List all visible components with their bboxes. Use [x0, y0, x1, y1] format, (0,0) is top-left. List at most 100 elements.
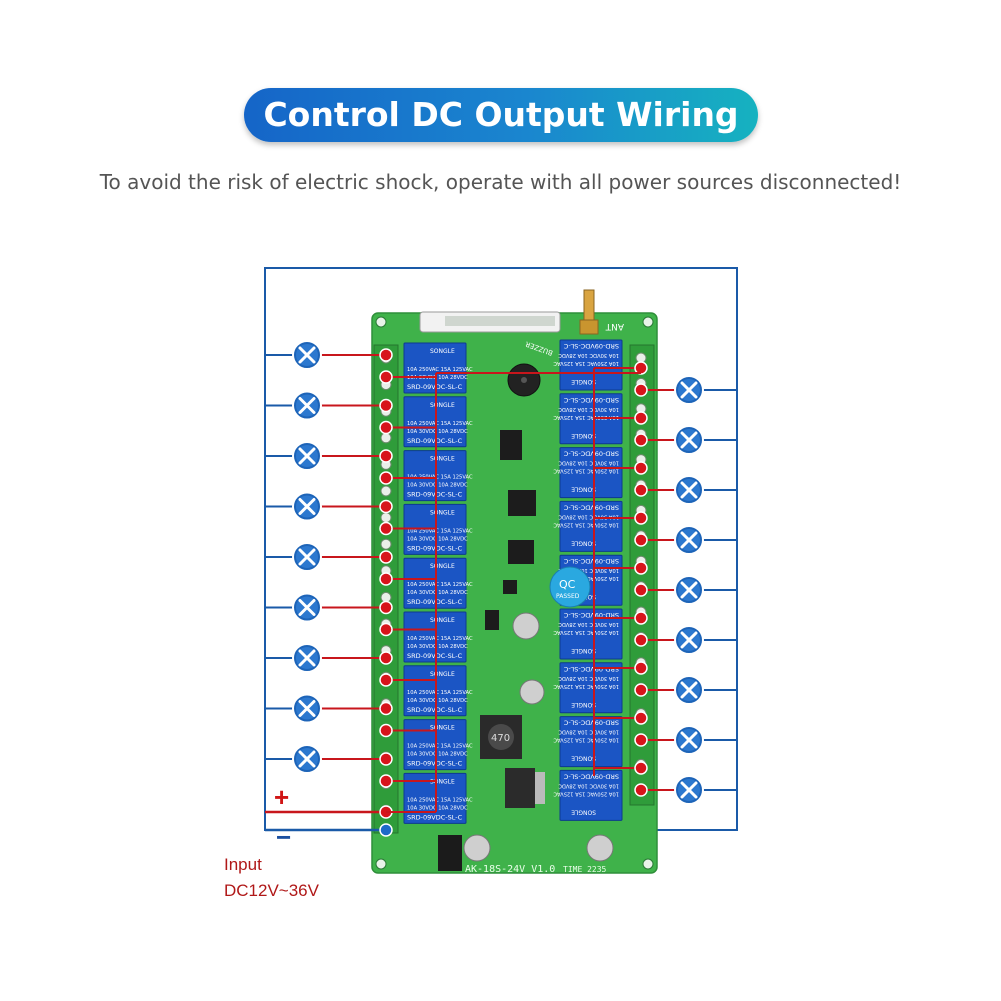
relay-rating: 10A 30VDC 10A 28VDC: [558, 567, 619, 573]
terminal-dot: [379, 622, 393, 637]
relay-brand: SONGLE: [430, 778, 455, 785]
input-voltage-label: Input DC12V~36V: [224, 852, 319, 904]
relay-rating: 10A 30VDC 10A 28VDC: [407, 590, 468, 596]
lamp-load-icon: [292, 491, 322, 522]
terminal-dot: [379, 370, 393, 384]
relay-rating: 10A 250VAC 15A 125VAC: [407, 582, 473, 588]
relay-rating: 10A 30VDC 10A 28VDC: [558, 460, 619, 466]
terminal-dot: [379, 572, 393, 586]
terminal-dot: [379, 499, 393, 514]
lamp-load-icon: [292, 744, 322, 774]
terminal-dot: [379, 420, 393, 435]
relay-brand: SONGLE: [430, 402, 455, 409]
input-label-line1: Input: [224, 855, 262, 874]
screw-hole: [380, 538, 392, 550]
relay-rating: 10A 250VAC 15A 125VAC: [553, 737, 619, 743]
lamp-cross: [680, 531, 698, 549]
ic-chip: [500, 430, 522, 460]
relay-rating: 10A 250VAC 15A 125VAC: [553, 360, 619, 366]
lamp-load-icon: [292, 390, 322, 421]
terminal-dot: [634, 733, 648, 747]
terminal-dot: [634, 683, 648, 697]
mounting-hole: [375, 316, 387, 328]
relay-text: SONGLE 10A 250VAC 15A 125VAC 10A 30VDC 10A…: [407, 563, 473, 606]
relay-model: SRD-09VDC-SL-C: [563, 772, 619, 780]
relay-rating: 10A 30VDC 10A 28VDC: [558, 621, 619, 627]
terminal-dot: [634, 533, 648, 547]
lamp-cross: [680, 581, 698, 599]
lamp-cross: [298, 750, 316, 768]
terminal-dot: [634, 383, 648, 397]
relay-rating: 10A 250VAC 15A 125VAC: [407, 421, 473, 427]
antenna-connector: [583, 289, 595, 323]
relay-brand: SONGLE: [571, 486, 596, 493]
terminal-dot: [634, 783, 648, 797]
relay-brand: SONGLE: [571, 701, 596, 708]
terminal-dot: [379, 471, 393, 485]
relay-rating: 10A 250VAC 15A 125VAC: [553, 468, 619, 474]
relay-left: SONGLE 10A 250VAC 15A 125VAC 10A 30VDC 10A…: [403, 557, 473, 609]
relay-model: SRD-09VDC-SL-C: [563, 396, 619, 404]
terminal-dot: [634, 583, 648, 597]
relay-body: [559, 608, 623, 660]
regulator-tab: [535, 772, 545, 804]
mounting-hole: [642, 316, 654, 328]
terminal-dot: [634, 761, 648, 775]
relay-brand: SONGLE: [430, 563, 455, 570]
relay-brand: SONGLE: [430, 725, 455, 732]
relay-rating: 10A 250VAC 15A 125VAC: [553, 629, 619, 635]
relay-rating: 10A 250VAC 15A 125VAC: [407, 475, 473, 481]
relay-rating: 10A 30VDC 10A 28VDC: [558, 352, 619, 358]
lamp-cross: [298, 447, 316, 465]
terminal-dot: [379, 774, 393, 788]
negative-frame-outline: [264, 267, 738, 831]
lamp-cross: [680, 631, 698, 649]
relay-rating: 10A 250VAC 15A 125VAC: [553, 683, 619, 689]
positive-sign: +: [274, 782, 290, 812]
relay-rating: 10A 30VDC 10A 28VDC: [558, 782, 619, 788]
qc-badge: [549, 566, 591, 608]
relay-rating: 10A 30VDC 10A 28VDC: [407, 375, 468, 381]
relay-body: [559, 447, 623, 499]
relay-rating: 10A 30VDC 10A 28VDC: [407, 644, 468, 650]
lamp-cross: [680, 731, 698, 749]
terminal-dot: [379, 550, 393, 564]
lamp-cross: [298, 498, 316, 515]
capacitor: [512, 612, 540, 640]
relay-brand: SONGLE: [430, 671, 455, 678]
lamp-load-icon: [674, 775, 704, 805]
qc-badge-text: QC: [559, 578, 576, 591]
relay-rating: 10A 30VDC 10A 28VDC: [558, 406, 619, 412]
load-layer: [292, 340, 704, 805]
relay-rating: 10A 30VDC 10A 28VDC: [407, 805, 468, 811]
lamp-cross: [298, 649, 316, 667]
terminal-dot: [634, 711, 648, 725]
relay-brand: SONGLE: [430, 509, 455, 516]
relay-rating: 10A 30VDC 10A 28VDC: [407, 698, 468, 704]
terminal-dot: [634, 483, 648, 497]
relay-model: SRD-09VDC-SL-C: [407, 598, 463, 606]
negative-terminal-dot: [379, 823, 393, 837]
relay-body: [559, 662, 623, 714]
relay-body: [559, 339, 623, 391]
relay-body: [559, 500, 623, 552]
screw-hole: [380, 485, 392, 497]
ic-chip: [508, 540, 534, 564]
terminal-dot: [379, 752, 393, 766]
relay-body: [559, 716, 623, 768]
terminal-dot: [379, 521, 393, 536]
relay-brand: SONGLE: [571, 539, 596, 546]
rf-module-strip: [445, 316, 555, 326]
